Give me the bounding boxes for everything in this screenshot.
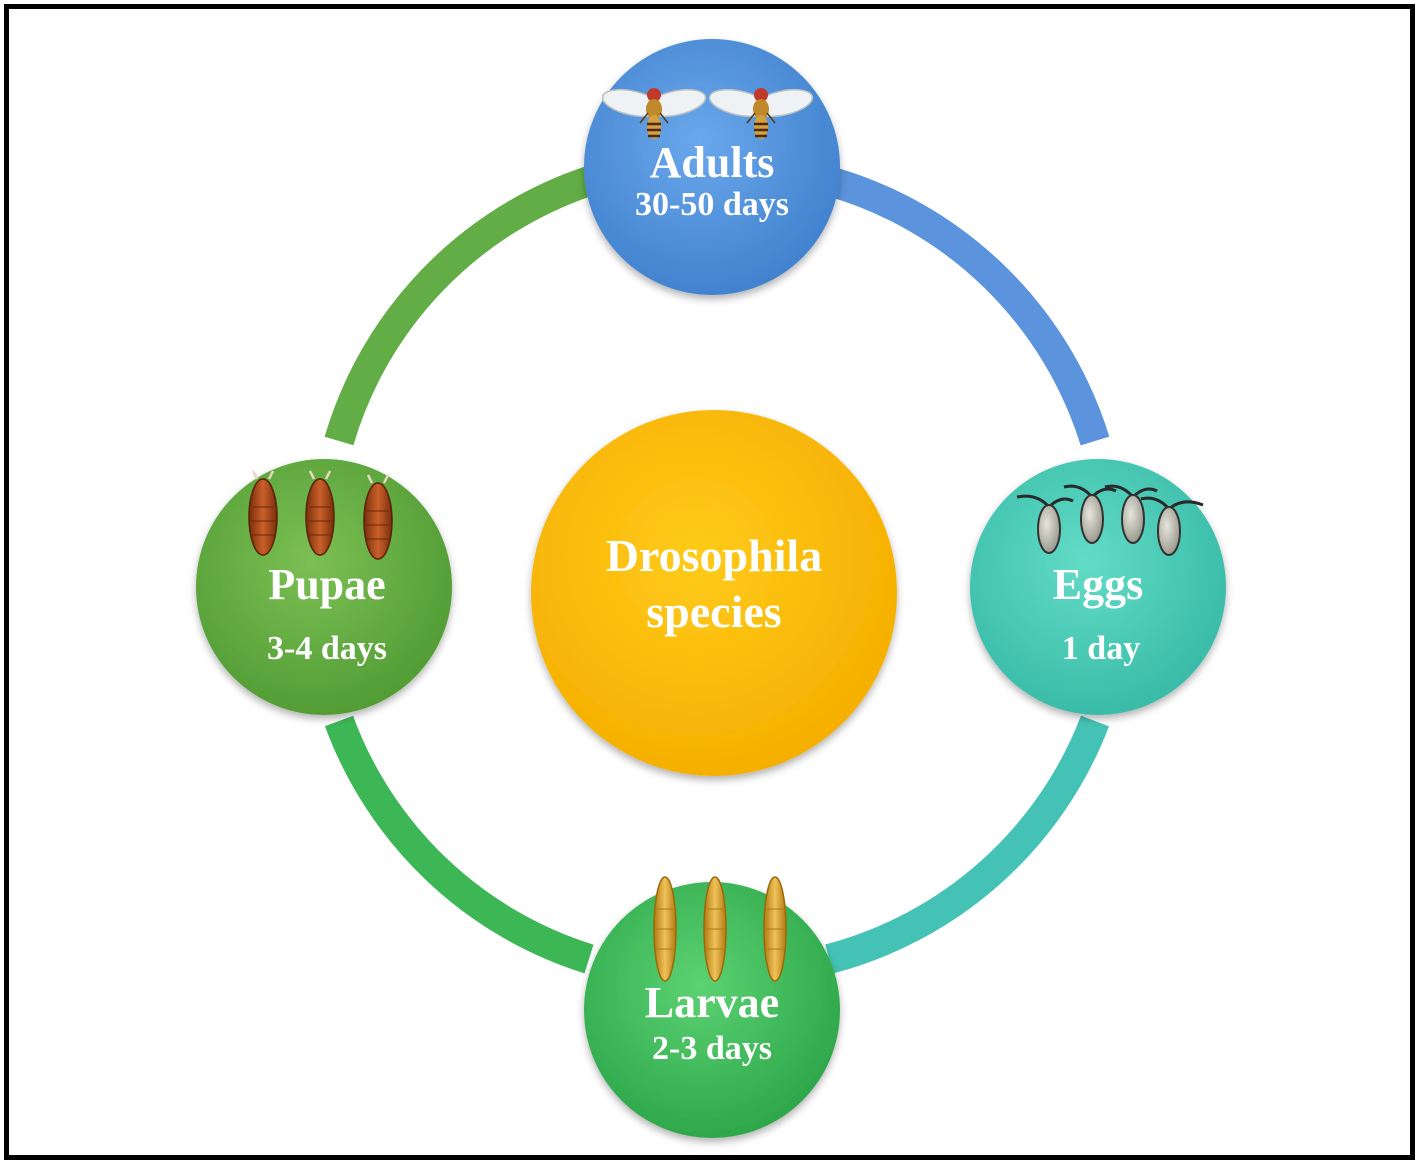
stage-pupae-name: Pupae <box>268 560 385 609</box>
stage-adults-duration: 30-50 days <box>635 186 789 223</box>
ring-arc-larvae-to-pupae <box>324 715 594 974</box>
ring-arc-pupae-to-adults <box>324 166 594 446</box>
stage-adults-name: Adults <box>650 138 775 187</box>
center-node: Drosophila species <box>531 410 897 776</box>
stage-eggs: Eggs 1 day <box>970 459 1226 715</box>
figure-frame: Drosophila species <box>4 4 1415 1160</box>
stage-adults: Adults 30-50 days <box>584 39 840 295</box>
egg-icon <box>1016 484 1204 556</box>
stage-eggs-name: Eggs <box>1053 560 1143 609</box>
center-title-line2: species <box>646 586 781 637</box>
cycle-ring <box>324 166 1110 974</box>
stage-eggs-duration: 1 day <box>1062 630 1140 667</box>
stage-larvae-name: Larvae <box>645 978 779 1027</box>
fly-icon <box>601 88 814 139</box>
life-cycle-diagram: Drosophila species <box>196 39 1226 1138</box>
stage-pupae-duration: 3-4 days <box>267 630 387 667</box>
center-title-line1: Drosophila <box>606 530 822 581</box>
ring-arc-adults-to-eggs <box>824 166 1110 446</box>
stage-larvae-duration: 2-3 days <box>652 1030 772 1067</box>
stage-larvae: Larvae 2-3 days <box>584 876 840 1138</box>
stage-pupae: Pupae 3-4 days <box>196 459 452 715</box>
larva-icon <box>653 876 787 982</box>
pupa-icon <box>248 470 393 560</box>
ring-arc-eggs-to-larvae <box>825 715 1110 974</box>
